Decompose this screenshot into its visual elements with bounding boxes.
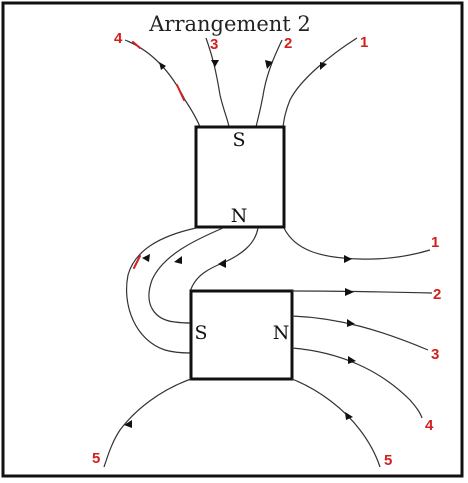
label-top-2: 2: [284, 35, 292, 52]
label-right-3: 3: [431, 346, 439, 363]
red-mark-loop: [133, 255, 141, 269]
field-line-bottom-left-5: [103, 378, 192, 468]
magnet-bottom-north-label: N: [273, 322, 290, 344]
field-line-right-1: [283, 227, 431, 260]
loop-line-inner: [189, 227, 259, 293]
label-bottom-left-5: 5: [92, 450, 100, 467]
field-line-top-4: [124, 39, 201, 128]
label-top-3: 3: [210, 36, 218, 53]
arrow-loop-middle: [174, 256, 182, 264]
loop-line-outer: [126, 227, 197, 354]
arrow-bottom-right-5: [345, 412, 353, 420]
field-line-bottom-right-5: [291, 378, 381, 468]
magnet-top-north-label: N: [231, 205, 248, 227]
arrow-right-2: [345, 288, 354, 296]
loop-line-middle: [148, 227, 224, 324]
red-mark-top-a: [132, 41, 141, 49]
arrow-right-1: [344, 255, 352, 263]
magnet-top-south-label: S: [232, 129, 245, 151]
field-line-right-3: [291, 315, 429, 351]
red-mark-top-b: [176, 84, 185, 101]
field-line-top-2: [255, 39, 283, 128]
magnet-bottom: [189, 289, 294, 381]
field-line-top-1: [282, 37, 358, 128]
magnet-bottom-south-label: S: [194, 322, 207, 344]
label-right-4: 4: [425, 417, 434, 434]
label-right-1: 1: [431, 234, 439, 251]
field-line-right-2: [291, 290, 433, 294]
arrow-top-2: [265, 60, 273, 69]
label-bottom-right-5: 5: [384, 452, 392, 469]
arrow-loop-inner: [218, 259, 226, 268]
label-right-2: 2: [433, 286, 441, 303]
arrow-top-1: [320, 62, 327, 70]
arrow-right-3: [347, 319, 355, 327]
arrow-top-3: [211, 60, 219, 67]
arrow-right-4: [348, 356, 356, 364]
field-line-top-3: [205, 37, 230, 128]
arrow-loop-outer: [142, 254, 150, 262]
diagram-title: Arrangement 2: [148, 12, 311, 36]
magnet-top: [194, 125, 286, 229]
arrow-bottom-left-5: [124, 420, 132, 428]
label-top-1: 1: [360, 34, 368, 51]
diagram-border: [1, 1, 464, 478]
arrow-top-4: [159, 62, 166, 70]
field-line-right-4: [291, 347, 423, 419]
label-top-4: 4: [114, 30, 123, 47]
